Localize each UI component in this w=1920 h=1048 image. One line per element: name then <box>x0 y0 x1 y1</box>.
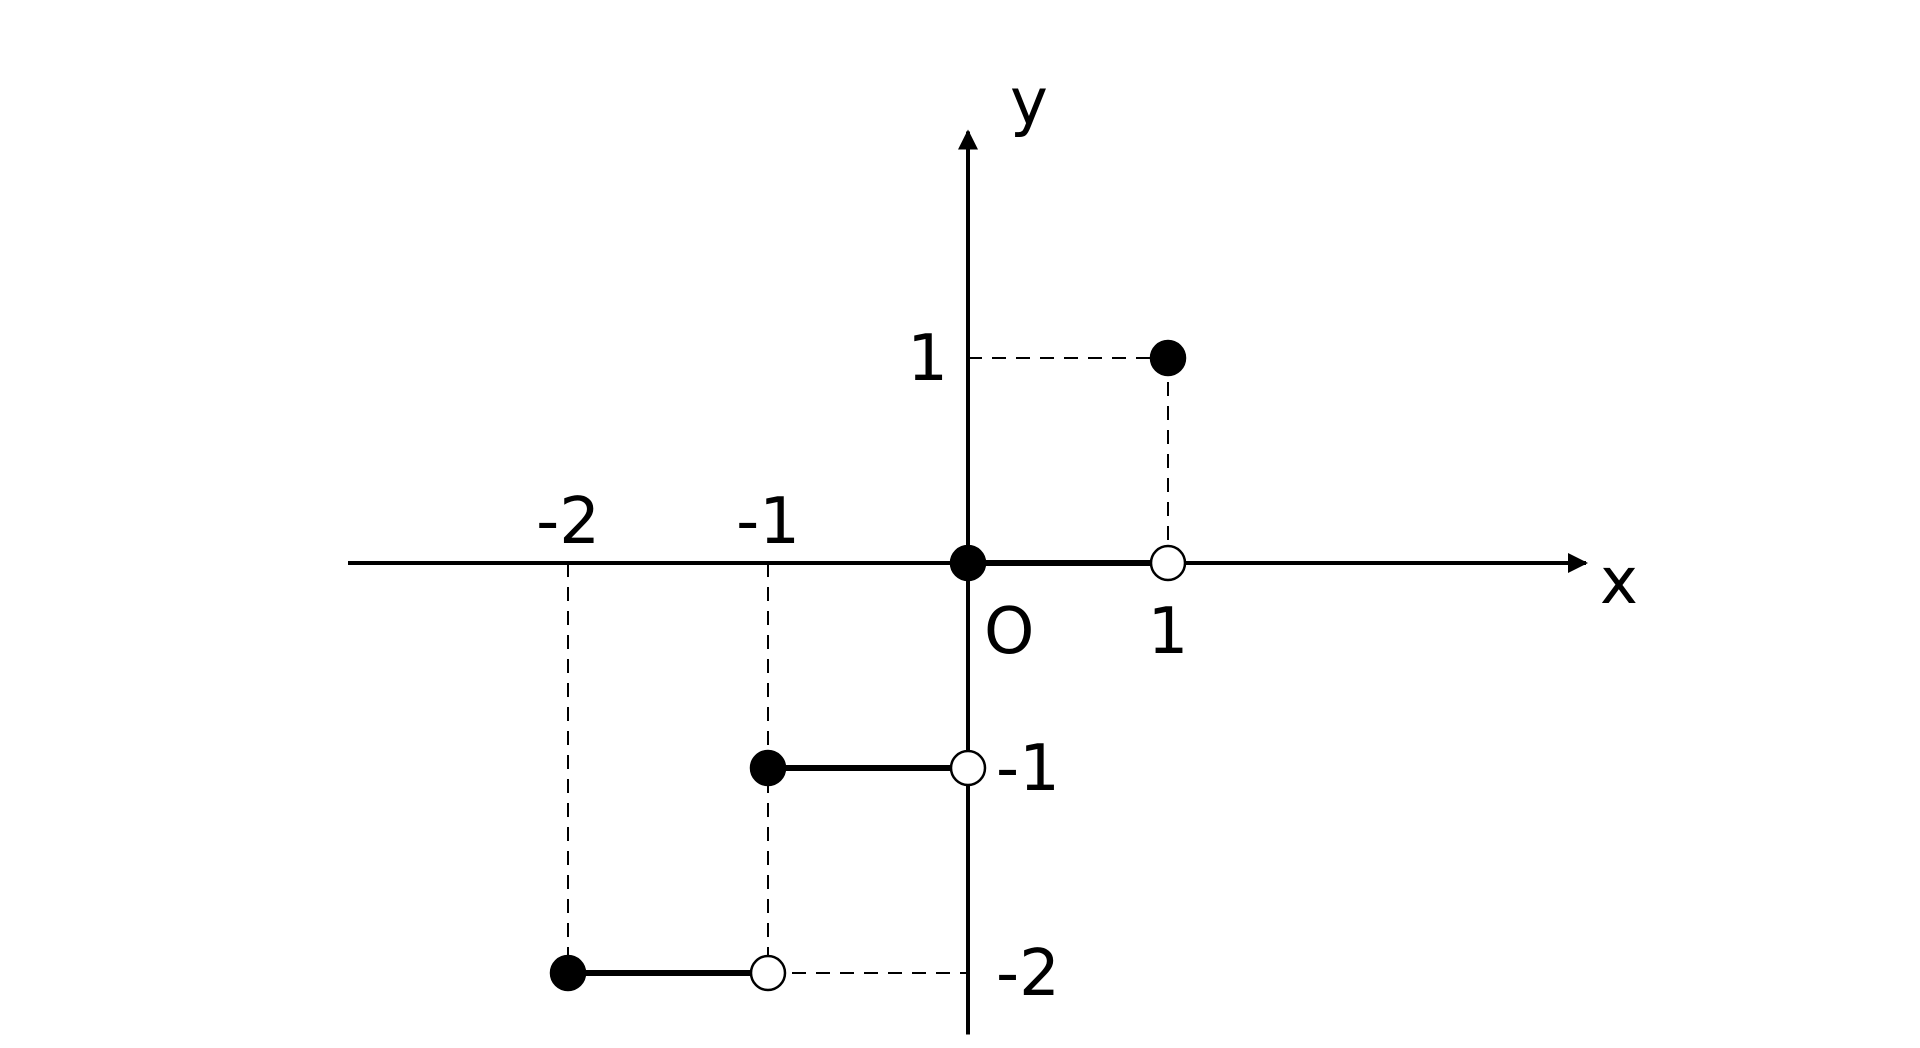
x-tick-label: -2 <box>536 485 600 559</box>
guide-lines <box>567 357 1169 974</box>
axes <box>348 129 1588 1035</box>
open-point <box>949 749 987 787</box>
y-tick-label: -1 <box>996 732 1060 806</box>
function-points <box>549 339 1187 992</box>
y-tick-label: 1 <box>907 322 948 396</box>
y-axis-label: y <box>1010 66 1048 140</box>
closed-point <box>749 749 787 787</box>
x-tick-label: -1 <box>736 485 800 559</box>
closed-point <box>1149 339 1187 377</box>
open-point <box>1149 544 1187 582</box>
open-point <box>749 954 787 992</box>
y-tick-label: -2 <box>996 937 1060 1011</box>
x-tick-label: 1 <box>1148 595 1189 669</box>
axis-labels: x y O -2 -1 1 1 -1 -2 <box>536 66 1638 1012</box>
origin-label: O <box>984 595 1034 669</box>
x-axis-label: x <box>1600 545 1638 619</box>
function-segments <box>568 560 1168 976</box>
closed-point <box>949 544 987 582</box>
closed-point <box>549 954 587 992</box>
